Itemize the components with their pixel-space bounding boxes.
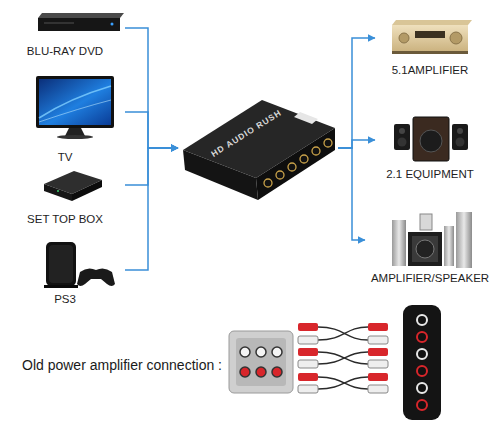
signal-connector [125,28,178,148]
source-device: TV [5,72,125,164]
device-label: 2.1 EQUIPMENT [375,167,485,181]
converter-illustration [183,100,335,200]
signal-connector [338,38,375,148]
source-device: PS3 [5,240,125,306]
signal-connector [338,140,375,148]
converter-device: HD AUDIO RUSH [178,92,338,204]
source-device: BLU-RAY DVD [5,10,125,58]
device-label: PS3 [5,292,125,306]
note-label: Old power amplifier connection : [22,357,222,373]
tv-illustration [36,76,114,139]
output-device: 5.1AMPLIFIER [375,15,485,77]
output-device: AMPLIFIER/SPEAKER [365,205,495,285]
amplifier-illustration [392,20,472,54]
device-label: TV [5,150,125,164]
signal-connector [125,112,178,148]
device-label: SET TOP BOX [5,212,125,226]
signal-connector [125,148,178,185]
signal-connector [125,148,178,270]
device-label: BLU-RAY DVD [5,44,125,58]
signal-connector [338,148,365,240]
device-print: HD AUDIO RUSH [209,107,284,159]
ps3-illustration [44,242,115,288]
set-top-box-illustration [44,171,102,201]
output-device: 2.1 EQUIPMENT [375,115,485,181]
speaker-2-1-illustration [394,117,468,161]
source-device: SET TOP BOX [5,170,125,226]
rca-connection-illustration [229,305,441,420]
bluray-illustration [38,13,124,31]
device-label: 5.1AMPLIFIER [375,63,485,77]
speaker-set-illustration [392,212,472,268]
device-label: AMPLIFIER/SPEAKER [365,271,495,285]
